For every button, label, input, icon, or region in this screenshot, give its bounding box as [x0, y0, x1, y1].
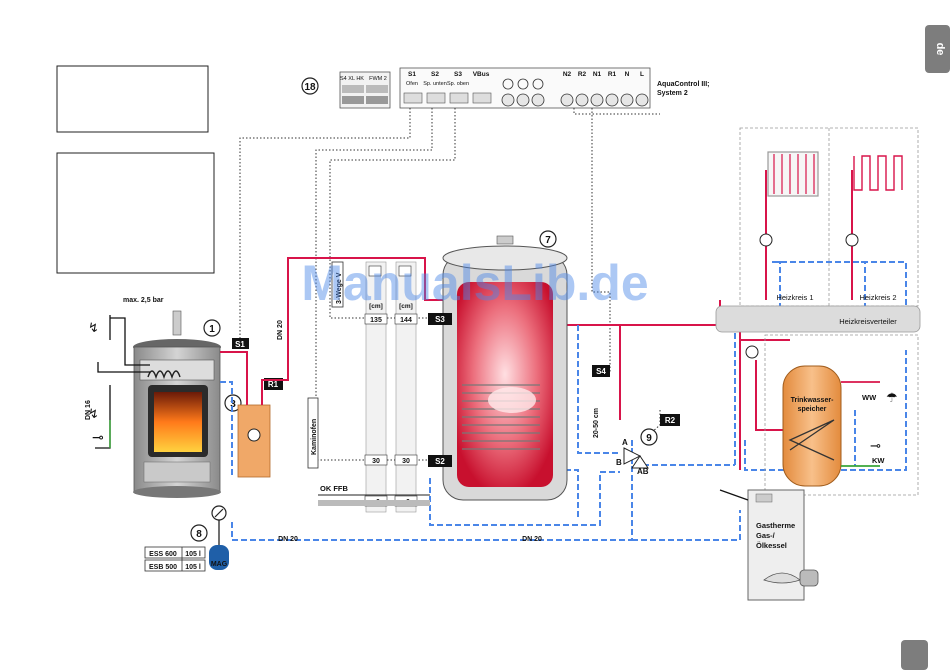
term-s1-id: S1	[408, 71, 416, 78]
scale-unit-1: [cm]	[369, 303, 383, 310]
valve-port-ab: AB	[637, 467, 649, 476]
three-way-label: 3-Wege V	[336, 272, 343, 304]
circuit1-label: Heizkreis 1	[776, 293, 813, 302]
watermark: ManualsLib.de	[301, 255, 648, 311]
expansion-vessel: 8 MAG ESS 600 105 l ESB 500 105 l	[144, 505, 229, 572]
s4-label: S4	[596, 367, 606, 376]
callout-18-label: 18	[304, 82, 316, 93]
tap-icon-stove: ⊸	[92, 429, 104, 445]
callout-9	[640, 428, 658, 446]
radiator-icon	[767, 151, 819, 197]
scale-unit-2: [cm]	[399, 303, 413, 310]
shower-icon: ☂	[886, 390, 898, 405]
term-l: L	[640, 71, 644, 78]
cold-tap-icon: ⊸	[870, 438, 881, 453]
distance-label: 20-50 cm	[593, 408, 600, 438]
diverter-valve-9: S4 20-50 cm 9 A B AB R2	[592, 365, 680, 476]
distributor-label: Heizkreisverteiler	[839, 317, 897, 326]
dhw-label-line2: speicher	[798, 406, 827, 413]
circuit2-label: Heizkreis 2	[859, 293, 896, 302]
floor-label: OK FFB	[320, 484, 348, 493]
callout-7-label: 7	[545, 235, 551, 246]
scale-mid-1: 30	[372, 458, 380, 465]
s1-label: S1	[235, 340, 245, 349]
height-scale: [cm] [cm] 135 144 30 30 0 0	[364, 261, 418, 513]
term-n2: N2	[563, 71, 572, 78]
boiler-line1: Gastherme	[756, 521, 795, 530]
s2-label: S2	[435, 457, 445, 466]
chimney-column	[307, 397, 319, 469]
term-s1-sub: Ofen	[406, 81, 418, 87]
controller-terminal-strip: 18 S4 XL HK FWM 2 S1 Ofen S2 Sp. unten S…	[301, 67, 710, 109]
callout-3-label: 3	[230, 399, 236, 410]
callout-18	[301, 77, 319, 95]
boiler-line2: Gas-/	[756, 531, 776, 540]
module-label-fwm: FWM 2	[369, 76, 387, 82]
mag-label: MAG	[211, 561, 228, 568]
language-tab[interactable]: de	[925, 25, 950, 73]
callout-7	[539, 230, 557, 248]
dn20-bottom-label-2: DN 20	[522, 536, 542, 543]
chimney-label: Kaminofen	[311, 419, 318, 455]
floor-line: OK FFB	[318, 484, 430, 506]
exp-model-2: ESB 500	[149, 564, 177, 571]
scale-top-2: 144	[400, 317, 412, 324]
valve-port-b: B	[616, 458, 622, 467]
dn20-vertical-label: DN 20	[277, 320, 284, 340]
term-s3-sub: Sp. oben	[447, 81, 469, 87]
floor-heating-coil-icon	[853, 155, 903, 191]
funnel-icon-stove-1: ↯	[88, 320, 99, 335]
dn20-bottom-label-1: DN 20	[278, 536, 298, 543]
valve-port-a: A	[622, 438, 628, 447]
dhw-tank: Trinkwasser- speicher WW ☂ KW ⊸	[745, 334, 919, 496]
term-r1: R1	[608, 71, 617, 78]
term-s2-id: S2	[431, 71, 439, 78]
annotation-box-middle	[56, 152, 215, 274]
dn16-label: DN 16	[85, 400, 92, 420]
callout-1-label: 1	[209, 324, 215, 335]
term-vbus: VBus	[473, 71, 490, 78]
module-label-s4: S4 XL HK	[340, 76, 364, 82]
term-s2-sub: Sp. unten	[423, 81, 447, 87]
page-corner-tab	[901, 640, 928, 670]
language-tab-label: de	[934, 43, 946, 56]
term-r2: R2	[578, 71, 587, 78]
exp-model-1: ESS 600	[149, 551, 177, 558]
exp-vol-1: 105 l	[185, 551, 201, 558]
ww-label: WW	[862, 393, 877, 402]
annotation-box-top	[56, 65, 209, 133]
callout-8-label: 8	[196, 529, 202, 540]
dhw-label-line1: Trinkwasser-	[791, 397, 834, 404]
r2-label: R2	[665, 416, 676, 425]
buffer-storage-tank: 7 S3 S2	[428, 230, 568, 501]
controller-name-line2: System 2	[657, 90, 688, 97]
funnel-icon-stove-2: ↯	[88, 406, 99, 421]
r1-label: R1	[268, 380, 279, 389]
term-n1: N1	[593, 71, 602, 78]
pump-group: 3 R1 S1	[224, 338, 283, 478]
scale-mid-2: 30	[402, 458, 410, 465]
heating-circuits-area: Heizkreis 1 Heizkreis 2 Heizkreisverteil…	[715, 127, 921, 333]
three-way-tag	[331, 261, 344, 308]
pressure-label-line: max. 2,5 bar	[123, 297, 164, 304]
term-s3-id: S3	[454, 71, 462, 78]
callout-8	[190, 524, 208, 542]
callout-9-label: 9	[646, 433, 652, 444]
exp-vol-2: 105 l	[185, 564, 201, 571]
wood-stove: 1	[133, 310, 221, 498]
scale-top-1: 135	[370, 317, 382, 324]
boiler-line3: Ölkessel	[756, 541, 787, 550]
kw-label: KW	[872, 456, 885, 465]
callout-1	[203, 319, 221, 337]
s3-label: S3	[435, 315, 445, 324]
earth-terminals	[501, 78, 545, 107]
controller-name-line1: AquaControl III;	[657, 81, 710, 88]
gas-oil-boiler: Gastherme Gas-/ Ölkessel	[719, 489, 819, 601]
term-n: N	[625, 71, 630, 78]
